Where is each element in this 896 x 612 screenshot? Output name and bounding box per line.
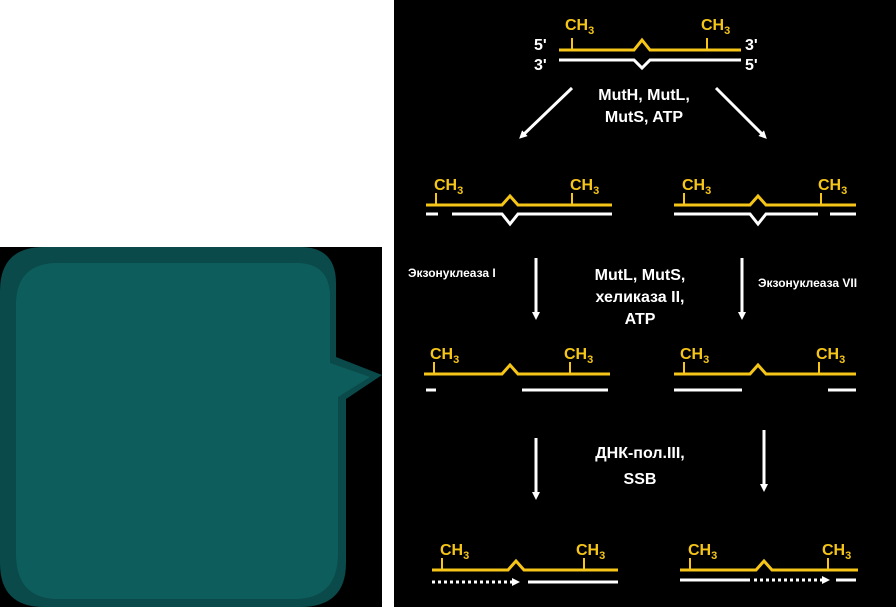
three-prime-label-top-right: 3' (745, 37, 758, 54)
row3-right-duplex: CH3 CH3 (674, 346, 856, 392)
step1-label-line2: MutS, ATP (605, 109, 684, 126)
five-prime-label-bottom-right: 5' (745, 57, 758, 74)
step3-label-line2: SSB (624, 471, 657, 488)
exonuclease-vii-label: Экзонуклеаза VII (758, 276, 857, 290)
row4-left-duplex: CH3 CH3 (432, 542, 618, 586)
parent-strand (559, 37, 741, 52)
ch3-label: CH3 (440, 542, 469, 562)
mismatch-repair-diagram: 5' 3' 3' 5' CH3 CH3 MutH, MutL, MutS, AT… (394, 0, 896, 607)
step1-label-line1: MutH, MutL, (598, 87, 690, 104)
top-duplex: 5' 3' 3' 5' CH3 CH3 (534, 17, 758, 74)
three-prime-label-bottom-left: 3' (534, 57, 547, 74)
step2-label-line3: ATP (625, 311, 656, 328)
ch3-label: CH3 (688, 542, 717, 562)
row3-left-duplex: CH3 CH3 (424, 346, 610, 392)
daughter-strand (559, 58, 741, 71)
ch3-label: CH3 (822, 542, 851, 562)
left-panel (0, 247, 382, 607)
step3-label-line1: ДНК-пол.III, (595, 445, 684, 462)
ch3-label: CH3 (816, 346, 845, 366)
ch3-label: CH3 (565, 17, 594, 37)
step2-label-line1: MutL, MutS, (595, 267, 686, 284)
five-prime-label-top: 5' (534, 37, 547, 54)
ch3-label: CH3 (564, 346, 593, 366)
ch3-label: CH3 (701, 17, 730, 37)
ch3-label: CH3 (818, 177, 847, 197)
arrow-down-right (714, 86, 767, 139)
ch3-label: CH3 (682, 177, 711, 197)
row4-right-duplex: CH3 CH3 (680, 542, 858, 584)
ch3-label: CH3 (576, 542, 605, 562)
ch3-label: CH3 (680, 346, 709, 366)
row2-right-duplex: CH3 CH3 (674, 177, 856, 227)
speech-bubble-shape (0, 247, 382, 607)
arrow-down-left (519, 86, 574, 139)
step2-label-line2: хеликаза II, (596, 289, 685, 306)
ch3-label: CH3 (430, 346, 459, 366)
ch3-label: CH3 (570, 177, 599, 197)
ch3-label: CH3 (434, 177, 463, 197)
row2-left-duplex: CH3 CH3 (426, 177, 612, 227)
exonuclease-i-label: Экзонуклеаза I (408, 266, 496, 280)
